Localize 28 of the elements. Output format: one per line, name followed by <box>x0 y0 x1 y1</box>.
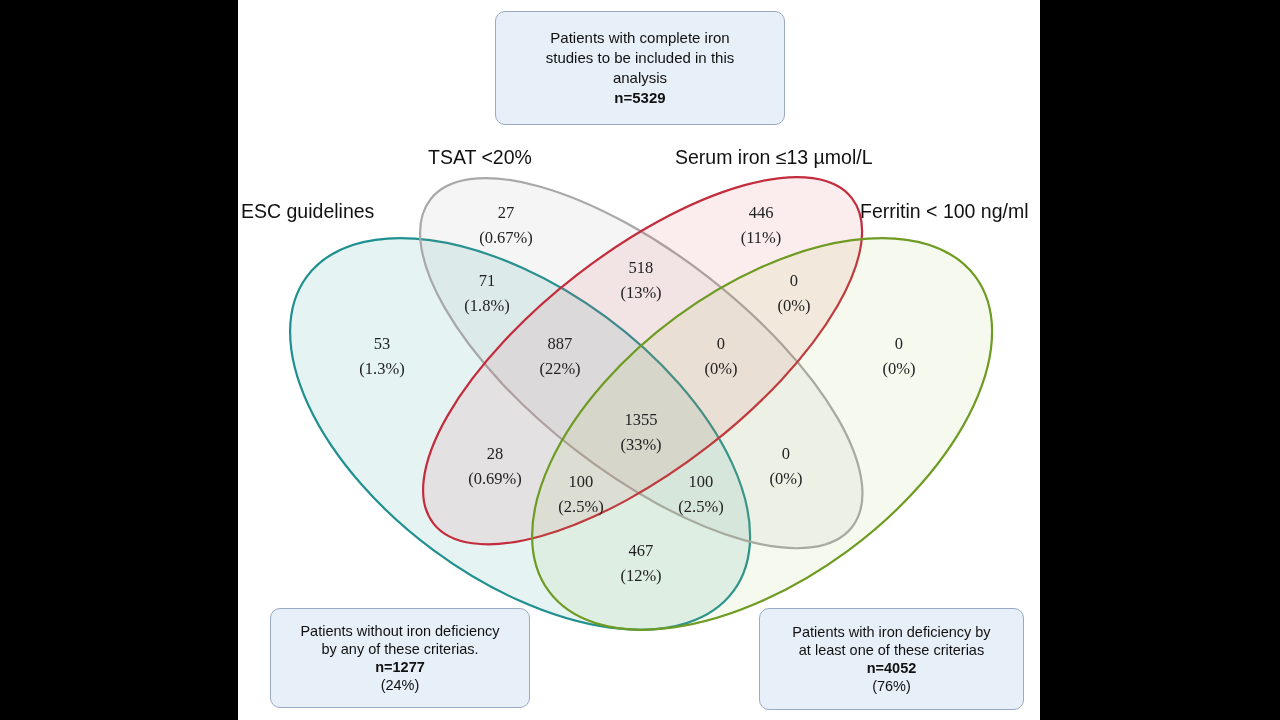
region-count: 467 (12%) <box>620 540 662 587</box>
region-count: 0 (0%) <box>882 333 916 380</box>
region-count: 71 (1.8%) <box>464 270 510 317</box>
summary-card <box>759 608 1024 710</box>
percentage-text: (76%) <box>872 677 911 695</box>
region-count: 27 (0.67%) <box>479 202 533 249</box>
region-count: 446 (11%) <box>740 202 782 249</box>
set-label: TSAT <20% <box>428 146 532 169</box>
region-count: 100 (2.5%) <box>678 471 724 518</box>
percentage-text: (24%) <box>380 676 420 694</box>
set-label: ESC guidelines <box>241 200 375 223</box>
region-count: 0 (0%) <box>769 443 803 490</box>
patient-count: n=1277 <box>375 658 425 676</box>
patient-count: n=5329 <box>614 88 666 108</box>
region-count: 518 (13%) <box>620 257 662 304</box>
region-count: 887 (22%) <box>539 333 581 380</box>
region-count: 53 (1.3%) <box>359 333 405 380</box>
region-count: 100 (2.5%) <box>558 471 604 518</box>
summary-card <box>495 11 785 125</box>
region-count: 0 (0%) <box>777 270 811 317</box>
set-label: Serum iron ≤13 µmol/L <box>675 146 873 169</box>
patient-count: n=4052 <box>866 659 917 677</box>
region-count: 28 (0.69%) <box>468 443 522 490</box>
description-text: Patients without iron deficiency by any of these criterias. <box>299 622 501 658</box>
summary-card <box>270 608 530 708</box>
region-count: 0 (0%) <box>704 333 738 380</box>
region-count: 1355 (33%) <box>620 409 662 456</box>
set-label: Ferritin < 100 ng/ml <box>860 200 1029 223</box>
